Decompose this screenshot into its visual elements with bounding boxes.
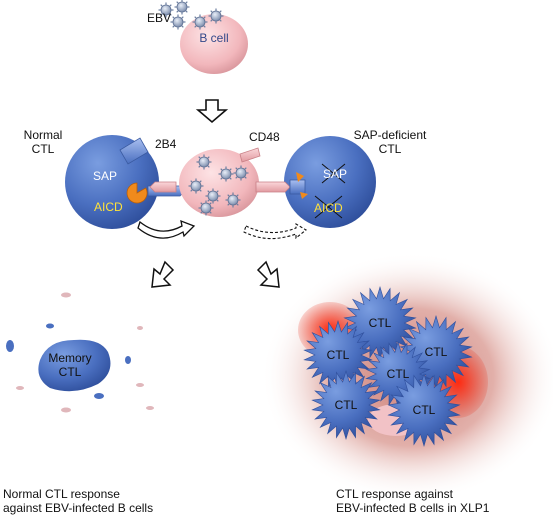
sap-label-deficient: SAP (323, 167, 348, 181)
dashed-curved-arrow-icon (243, 223, 307, 240)
memory-ctl-label-line1: Memory (48, 351, 92, 365)
synapse-group (65, 135, 376, 240)
caption-left-line1: Normal CTL response (3, 487, 120, 501)
ebv-virus-icon (187, 177, 205, 195)
normal-ctl-label-line1: Normal (23, 128, 63, 142)
ctl-star-label: CTL (335, 398, 358, 412)
ebv-virus-icon (197, 199, 215, 217)
ctl-star-label: CTL (327, 348, 350, 362)
caption-right: CTL response against EBV-infected B cell… (336, 487, 489, 515)
ebv-virus-icon (191, 13, 209, 31)
caption-right-line2: EBV-infected B cells in XLP1 (336, 501, 490, 515)
caption-left: Normal CTL response against EBV-infected… (3, 487, 153, 515)
memory-ctl-label: Memory CTL (40, 351, 100, 379)
cd48-ligand-icon (239, 147, 261, 163)
normal-ctl-label: Normal CTL (18, 128, 68, 156)
ebv-virus-icon (195, 153, 213, 171)
caption-right-line1: CTL response against (336, 487, 453, 501)
normal-ctl-label-line2: CTL (31, 142, 55, 156)
ebv-label: EBV (147, 11, 172, 25)
sap-deficient-ctl-cell (284, 136, 376, 228)
ctl-star-label: CTL (413, 403, 436, 417)
ebv-virus-icon (232, 164, 250, 182)
ebv-virus-icon (207, 7, 225, 25)
aicd-label-deficient: AICD (314, 201, 343, 215)
ctl-star-label: CTL (387, 367, 410, 381)
memory-ctl-label-line2: CTL (58, 365, 82, 379)
b-cell-top-label: B cell (199, 31, 229, 45)
aicd-label-normal: AICD (94, 200, 123, 214)
ebv-virus-icon (173, 0, 191, 16)
2b4-label: 2B4 (155, 137, 177, 151)
b-cell-top (180, 14, 248, 74)
ctl-star-label: CTL (425, 345, 448, 359)
down-arrow-icon (195, 99, 229, 124)
cd48-label: CD48 (249, 130, 280, 144)
sap-label-normal: SAP (93, 169, 118, 183)
sap-deficient-ctl-label: SAP-deficient CTL (340, 128, 440, 156)
sap-protein-icon (126, 182, 148, 204)
memory-ctl-cell (38, 339, 111, 392)
ctl-star-cell (311, 369, 381, 441)
cd48-ligand-icon (255, 181, 291, 193)
ebv-virus-icon (204, 187, 222, 205)
sap-deficient-label-line1: SAP-deficient (353, 128, 427, 142)
top-b-cell-group (157, 0, 248, 74)
down-right-arrow-icon (256, 260, 280, 288)
curved-arrow-icon (137, 219, 196, 239)
sap-missing-marker-icon (300, 192, 308, 199)
memory-ctl-group (6, 292, 154, 413)
caption-left-line2: against EBV-infected B cells (3, 501, 154, 515)
debris-fragments (6, 292, 154, 413)
sap-missing-marker-icon (296, 172, 304, 182)
crossed-out-icon (314, 163, 346, 219)
sap-deficient-label-line2: CTL (378, 142, 402, 156)
ebv-virus-icon (224, 191, 242, 209)
ctl-star-label: CTL (369, 316, 392, 330)
ebv-virus-icon (169, 13, 187, 31)
ctl-star-cell (387, 372, 461, 448)
down-left-arrow-icon (151, 260, 175, 288)
cd48-ligand-icon (149, 181, 177, 193)
ctl-expansion-group: CTL CTL CTL CTL CTL CTL (261, 252, 553, 502)
ebv-virus-icon (217, 165, 235, 183)
